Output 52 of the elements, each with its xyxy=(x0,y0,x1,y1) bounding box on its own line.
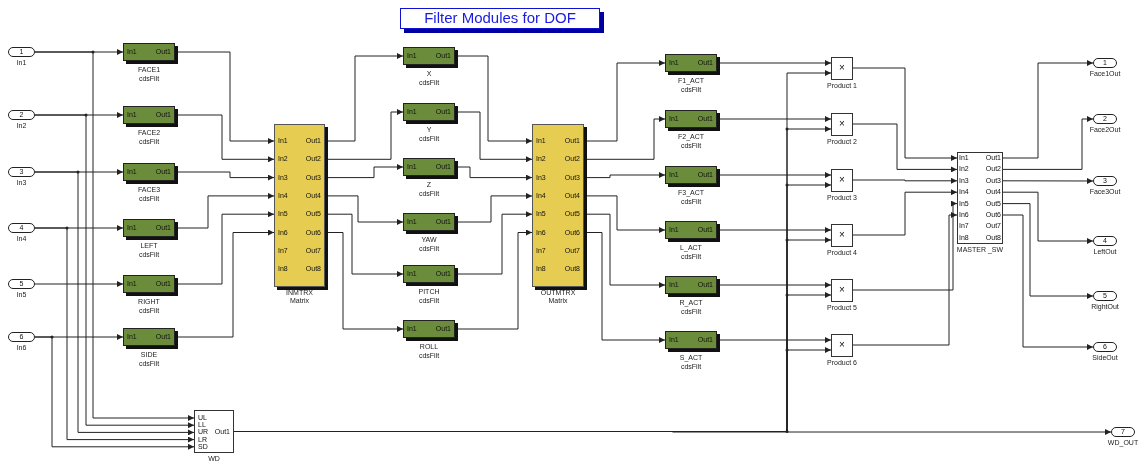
subsystem-block xyxy=(194,410,234,453)
filter-block xyxy=(403,265,455,283)
filter-block xyxy=(665,110,717,128)
signal-line xyxy=(34,227,195,443)
signal-line xyxy=(1002,116,1094,170)
signal-line xyxy=(852,212,958,346)
signal-line xyxy=(1002,60,1094,159)
switch-block xyxy=(957,152,1003,244)
operator-symbol: × xyxy=(838,340,846,350)
filter-block xyxy=(123,219,175,237)
filter-block xyxy=(403,320,455,338)
filter-block xyxy=(123,163,175,181)
signal-line xyxy=(34,281,124,287)
product-block xyxy=(831,112,853,136)
signal-line xyxy=(34,114,195,429)
filter-block xyxy=(665,221,717,239)
filter-block xyxy=(403,213,455,231)
filter-block xyxy=(665,166,717,184)
filter-block xyxy=(123,328,175,346)
matrix-block xyxy=(532,124,584,287)
filter-block xyxy=(123,275,175,293)
signal-line xyxy=(852,177,958,184)
operator-symbol: × xyxy=(838,63,846,73)
filter-block xyxy=(403,103,455,121)
signal-line xyxy=(852,189,958,236)
operator-symbol: × xyxy=(838,285,846,295)
filter-block xyxy=(665,276,717,294)
signal-line xyxy=(34,171,195,436)
product-block xyxy=(831,278,853,302)
operator-symbol: × xyxy=(838,119,846,129)
filter-block xyxy=(403,158,455,176)
signal-line xyxy=(1002,203,1094,299)
operator-symbol: × xyxy=(838,175,846,185)
filter-block xyxy=(403,47,455,65)
product-block xyxy=(831,223,853,247)
filter-block xyxy=(665,54,717,72)
operator-symbol: × xyxy=(838,230,846,240)
signal-line xyxy=(1002,191,1094,244)
product-block xyxy=(831,168,853,192)
signal-line xyxy=(852,123,958,173)
matrix-block xyxy=(274,124,325,287)
signal-line xyxy=(852,67,958,161)
signal-line xyxy=(1002,178,1094,184)
filter-block xyxy=(123,106,175,124)
signal-line xyxy=(852,200,958,291)
product-block xyxy=(831,56,853,80)
signal-line xyxy=(34,51,195,421)
signal-line xyxy=(1002,214,1094,350)
filter-block xyxy=(123,43,175,61)
product-block xyxy=(831,333,853,357)
filter-block xyxy=(665,331,717,349)
signal-line xyxy=(34,336,195,450)
